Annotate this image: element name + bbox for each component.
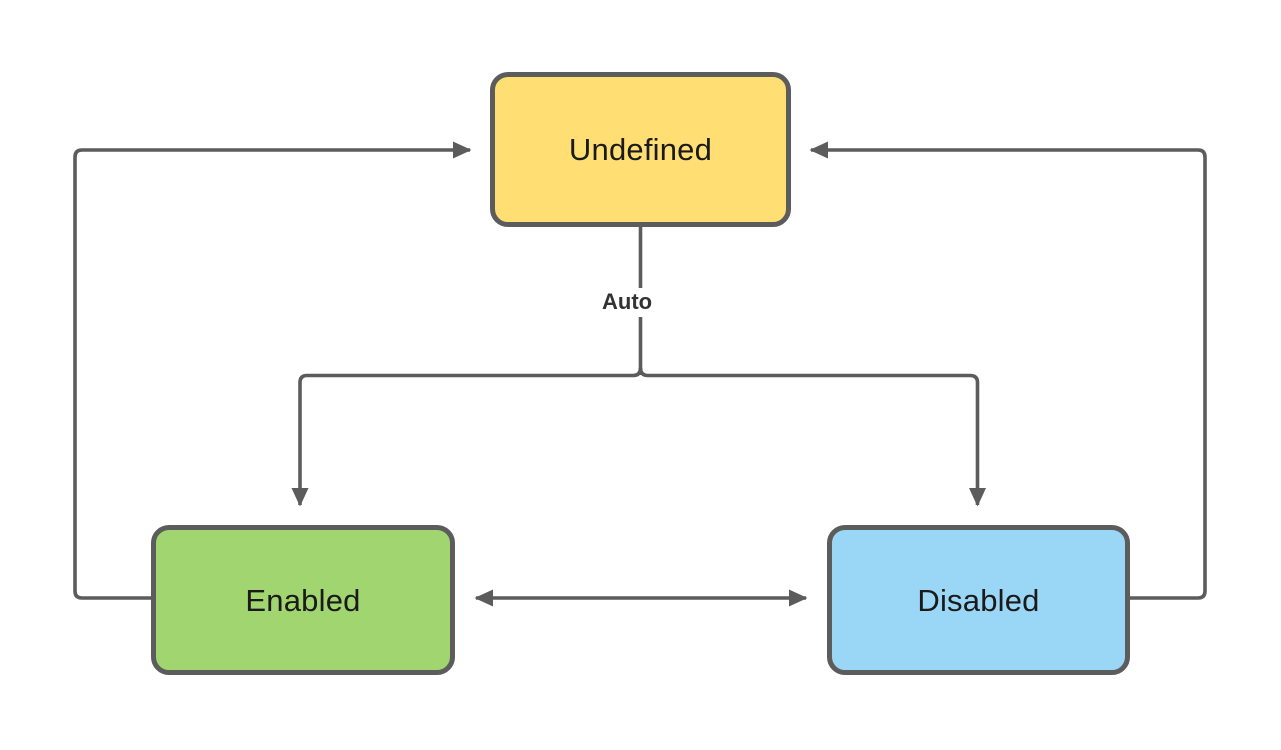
edge-undefined-to-disabled <box>638 367 987 507</box>
edge-label-auto: Auto <box>594 288 661 316</box>
edge-disabled-to-undefined <box>809 141 1207 600</box>
state-node-enabled[interactable]: Enabled <box>151 525 455 675</box>
state-node-undefined[interactable]: Undefined <box>490 72 791 227</box>
state-node-disabled[interactable]: Disabled <box>827 525 1130 675</box>
edge-undefined-to-enabled <box>291 367 643 507</box>
state-node-undefined-label: Undefined <box>568 132 713 167</box>
edge-enabled-to-undefined <box>73 141 472 600</box>
state-node-enabled-label: Enabled <box>245 582 361 618</box>
state-node-disabled-label: Disabled <box>917 582 1040 618</box>
